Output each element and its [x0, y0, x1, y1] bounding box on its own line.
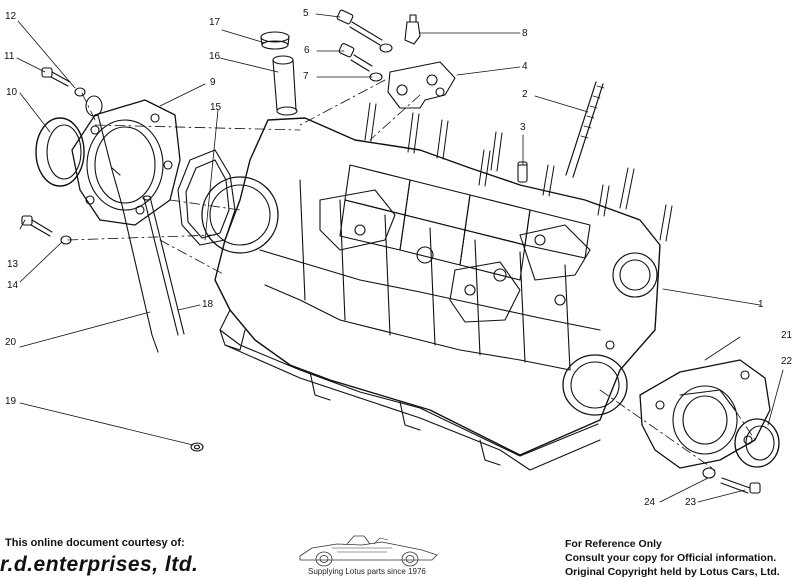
bolt-23 [720, 477, 761, 494]
callout-8: 8 [522, 28, 528, 39]
reference-only-text: For Reference Only [565, 538, 662, 550]
callout-10: 10 [6, 87, 18, 98]
callout-19: 19 [5, 396, 17, 407]
callout-23: 23 [685, 497, 697, 508]
callout-17: 17 [209, 17, 221, 28]
dowel [517, 161, 528, 183]
callout-2: 2 [522, 89, 528, 100]
callout-12: 12 [5, 11, 17, 22]
callout-22: 22 [781, 356, 793, 367]
washer-24 [702, 467, 716, 479]
oil-filler-tube [272, 55, 298, 116]
callout-20: 20 [5, 337, 17, 348]
callout-16: 16 [209, 51, 221, 62]
callout-15: 15 [210, 102, 222, 113]
temperature-sender-8 [404, 14, 421, 45]
bolt-5 [336, 9, 393, 53]
tagline: Supplying Lotus parts since 1976 [308, 567, 426, 576]
front-cover [639, 359, 771, 469]
callout-1: 1 [758, 299, 764, 310]
callout-6: 6 [304, 45, 310, 56]
oil-seal-housing [71, 99, 181, 226]
drain-plug-washer [190, 442, 204, 452]
callout-14: 14 [7, 280, 19, 291]
callout-5: 5 [303, 8, 309, 19]
water-outlet-housing [387, 61, 456, 109]
dipstick [85, 95, 159, 353]
dipstick-tube [142, 195, 185, 336]
engine-block-exploded-diagram [16, 9, 784, 503]
oil-seal [35, 117, 85, 187]
callout-9: 9 [210, 77, 216, 88]
alignment-lines [67, 79, 756, 471]
callout-13: 13 [7, 259, 19, 270]
bolt-6 [338, 43, 373, 72]
callout-7: 7 [303, 71, 309, 82]
copyright-text: Original Copyright held by Lotus Cars, L… [565, 566, 780, 578]
bolt-11 [41, 67, 71, 87]
washer-12 [74, 87, 86, 97]
filler-cap [260, 31, 290, 50]
bolt-13 [21, 215, 53, 237]
callout-11: 11 [4, 51, 15, 62]
consult-text: Consult your copy for Official informati… [565, 552, 777, 564]
callout-18: 18 [202, 299, 214, 310]
front-oil-seal [734, 418, 780, 468]
company-name: r.d.enterprises, ltd. [0, 553, 199, 576]
callout-24: 24 [644, 497, 656, 508]
callout-21: 21 [781, 330, 793, 341]
leader-lines [16, 13, 784, 503]
courtesy-text: This online document courtesy of: [5, 537, 185, 549]
callout-3: 3 [520, 122, 526, 133]
race-car-logo [299, 535, 438, 567]
cylinder-block [201, 117, 661, 471]
callout-4: 4 [522, 61, 528, 72]
cylinder-head-studs [364, 81, 673, 242]
